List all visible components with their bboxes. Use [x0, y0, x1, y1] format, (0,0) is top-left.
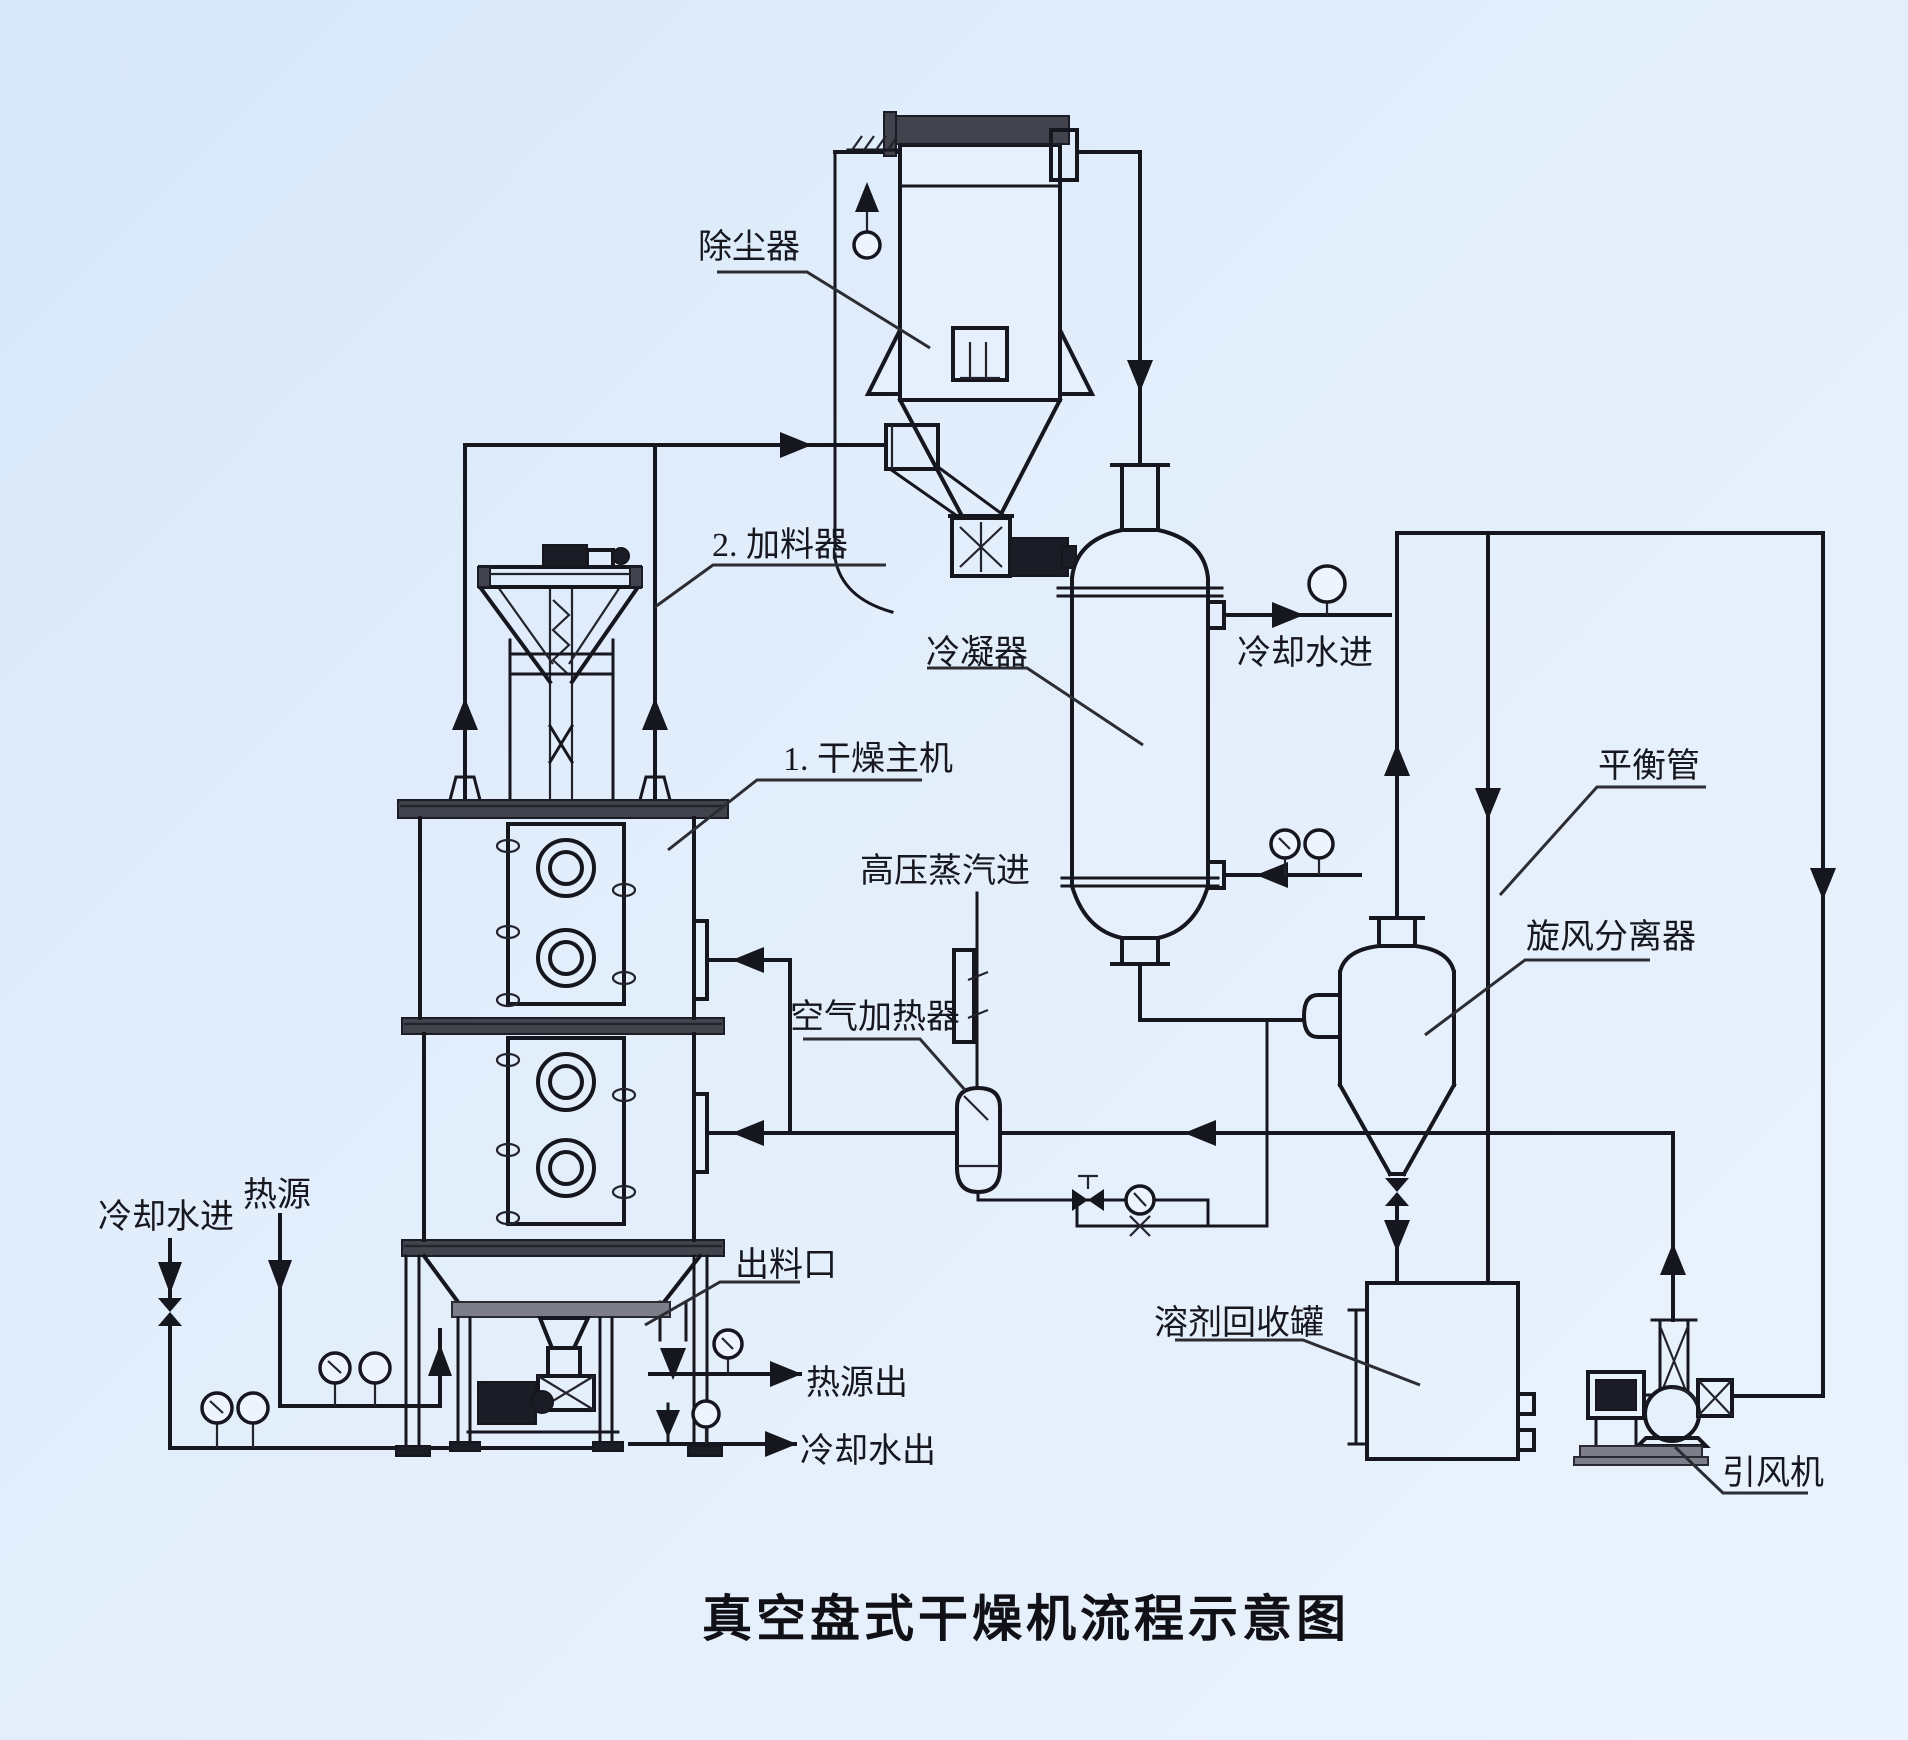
discharge-drive — [466, 1316, 620, 1434]
label-air-heater: 空气加热器 — [790, 998, 960, 1036]
label-hp-steam-in: 高压蒸汽进 — [860, 852, 1030, 890]
label-cooling-water-in-left: 冷却水进 — [98, 1198, 234, 1236]
condenser — [1056, 463, 1226, 966]
solvent-recovery-tank — [1347, 1281, 1536, 1461]
label-fan: 引风机 — [1722, 1454, 1824, 1492]
label-balance-pipe: 平衡管 — [1598, 747, 1700, 785]
dust-collector — [833, 111, 1096, 614]
cyclone-inlet — [1301, 993, 1340, 1039]
diagram-title: 真空盘式干燥机流程示意图 — [702, 1591, 1350, 1647]
dryer-main — [395, 799, 729, 1457]
label-heat-source: 热源 — [243, 1176, 311, 1214]
fan-motor — [1586, 1370, 1654, 1448]
label-dust-collector: 除尘器 — [698, 228, 800, 266]
panel-clamps — [495, 838, 637, 1226]
label-condenser: 冷凝器 — [926, 634, 1028, 672]
air-heater — [955, 1085, 1002, 1195]
label-feeder: 2. 加料器 — [712, 526, 848, 564]
feeder-motor — [534, 544, 630, 569]
label-dryer-main: 1. 干燥主机 — [783, 740, 953, 778]
steam-valve — [952, 948, 976, 1044]
label-discharge-port: 出料口 — [735, 1246, 837, 1284]
porthole — [536, 838, 596, 1198]
level-gauge — [1347, 1308, 1369, 1446]
relief-vent — [846, 135, 900, 260]
flow-arrows — [158, 182, 1836, 1457]
label-cyclone: 旋风分离器 — [1526, 918, 1696, 956]
rotary-valve — [950, 516, 1077, 578]
feeder — [448, 544, 672, 802]
label-cooling-water-in-top: 冷却水进 — [1237, 634, 1373, 672]
fan-inlet-cone — [1696, 1378, 1734, 1418]
collector-inlet-box — [884, 423, 940, 471]
instruments — [158, 564, 1409, 1448]
label-solvent-tank: 溶剂回收罐 — [1154, 1304, 1324, 1342]
label-heat-source-out: 热源出 — [806, 1364, 908, 1402]
float-ball — [852, 230, 882, 260]
cyclone-separator — [1301, 916, 1457, 1177]
label-cooling-water-out: 冷却水出 — [800, 1432, 936, 1470]
pipe-network — [168, 150, 1825, 1450]
inspection-window — [951, 326, 1009, 382]
label-leaders — [644, 270, 1808, 1495]
labels: 除尘器 2. 加料器 1. 干燥主机 冷凝器 冷却水进 平衡管 高压蒸汽进 空气… — [98, 228, 1824, 1647]
induced-draft-fan — [1573, 1318, 1734, 1466]
